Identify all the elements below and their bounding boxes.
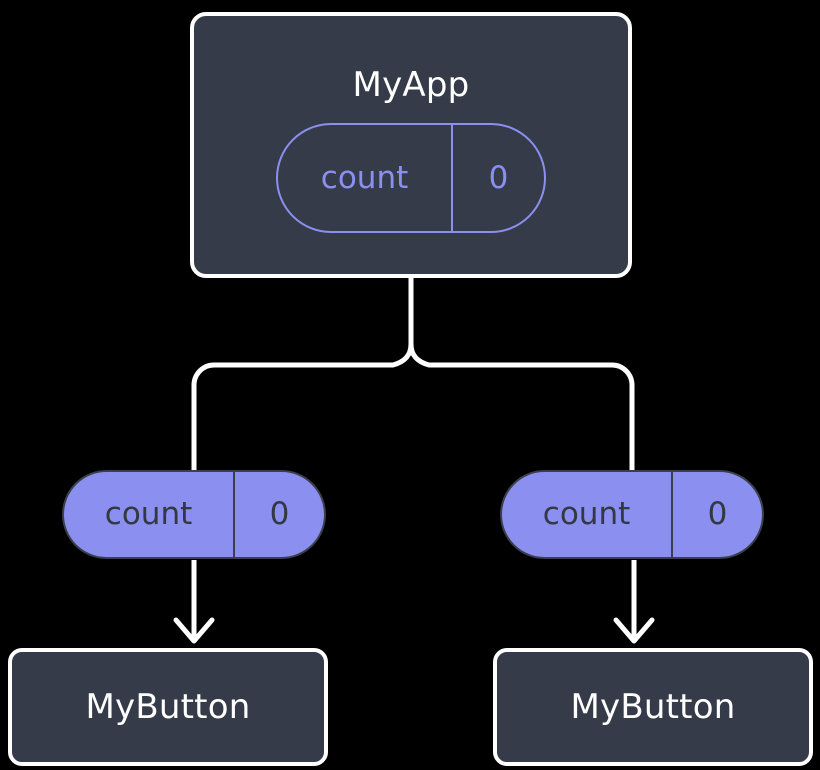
node-mybutton-right[interactable]: MyButton [493, 648, 813, 766]
state-pill-myapp[interactable]: count 0 [276, 123, 546, 233]
arrow-right-pill-to-mybutton [613, 560, 655, 644]
node-mybutton-left-label: MyButton [85, 687, 251, 727]
state-pill-right-name: count [542, 496, 631, 532]
state-pill-myapp-value: 0 [451, 125, 544, 231]
node-mybutton-right-label: MyButton [570, 687, 736, 727]
node-myapp[interactable]: MyApp [190, 12, 632, 278]
state-pill-right[interactable]: count 0 [500, 470, 764, 559]
state-pill-right-value: 0 [671, 472, 762, 557]
state-pill-left-value: 0 [233, 472, 324, 557]
fork-connector [191, 275, 414, 473]
node-mybutton-left[interactable]: MyButton [8, 648, 328, 766]
state-pill-myapp-name: count [320, 159, 409, 196]
state-pill-left-name: count [104, 496, 193, 532]
node-myapp-label: MyApp [352, 65, 470, 105]
fork-connector-right [408, 275, 635, 473]
state-pill-left[interactable]: count 0 [62, 470, 326, 559]
arrow-left-pill-to-mybutton [173, 560, 215, 644]
